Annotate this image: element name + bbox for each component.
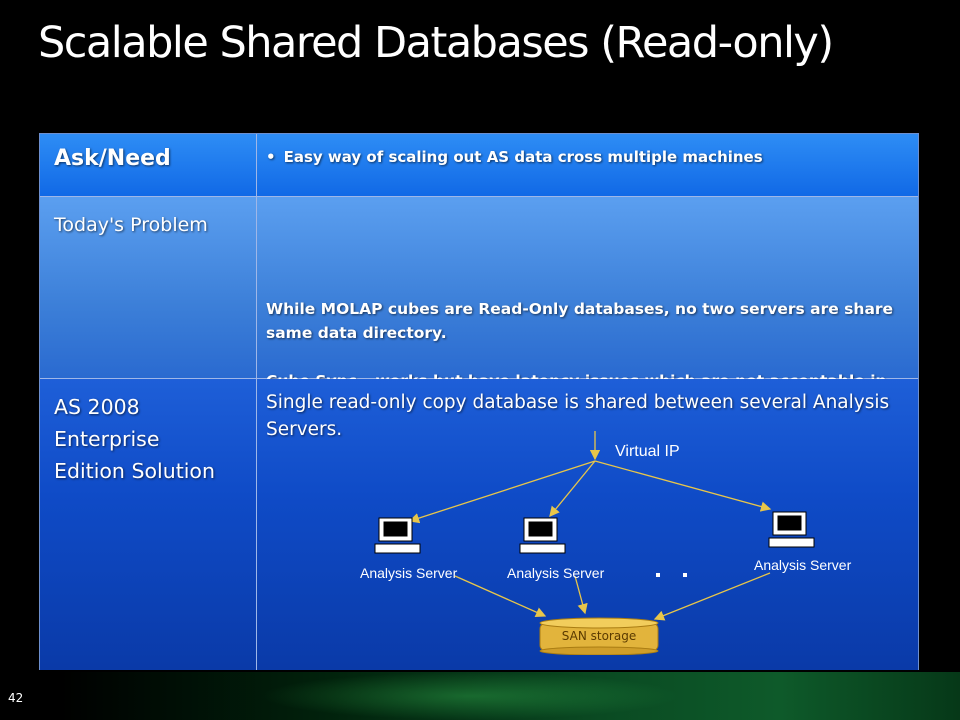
slide-title: Scalable Shared Databases (Read-only) [38,18,834,68]
server-label-1: Analysis Server [360,565,458,581]
ask-bullet-text: Easy way of scaling out AS data cross mu… [283,148,763,166]
row-label-solution: AS 2008 Enterprise Edition Solution [54,395,215,483]
vip-arrow-server-3 [594,460,772,512]
vip-arrow-server-2 [549,460,596,518]
table-row-solution: AS 2008 Enterprise Edition Solution Sing… [40,379,918,670]
server-computer-icon [374,517,421,554]
solution-text: Single read-only copy database is shared… [266,392,890,440]
storage-arrow-1 [454,575,547,618]
ellipsis-dot [656,573,660,577]
footer-decoration [60,672,960,720]
diagram-arrows [374,431,815,621]
server-label-2: Analysis Server [507,565,605,581]
server-computer-icon [519,517,566,554]
virtual-ip-label: Virtual IP [615,443,680,460]
row-label-ask: Ask/Need [54,146,171,171]
storage-arrow-3 [653,572,771,621]
vip-arrow-server-1 [408,460,596,524]
san-storage-icon: SAN storage [538,615,660,655]
footer-glow [260,672,680,720]
table-row-ask: Ask/Need • Easy way of scaling out AS da… [40,134,918,197]
slide-number: 42 [8,691,24,705]
row-label-problem: Today's Problem [54,214,208,236]
storage-arrow-2 [574,575,588,615]
problem-paragraph-1: While MOLAP cubes are Read-Only database… [266,300,894,342]
san-storage-label: SAN storage [561,629,637,643]
server-label-3: Analysis Server [754,557,852,573]
column-divider [256,134,257,196]
comparison-table: Ask/Need • Easy way of scaling out AS da… [39,133,919,670]
server-computer-icon [768,511,815,548]
ellipsis-dot [683,573,687,577]
column-divider [256,197,257,378]
ask-bullet: • Easy way of scaling out AS data cross … [266,148,904,166]
table-row-problem: Today's Problem While MOLAP cubes are Re… [40,197,918,414]
column-divider [256,379,257,670]
architecture-diagram: Virtual IP Analysis Server Analysis Serv… [40,379,918,670]
bullet-icon: • [266,148,276,166]
